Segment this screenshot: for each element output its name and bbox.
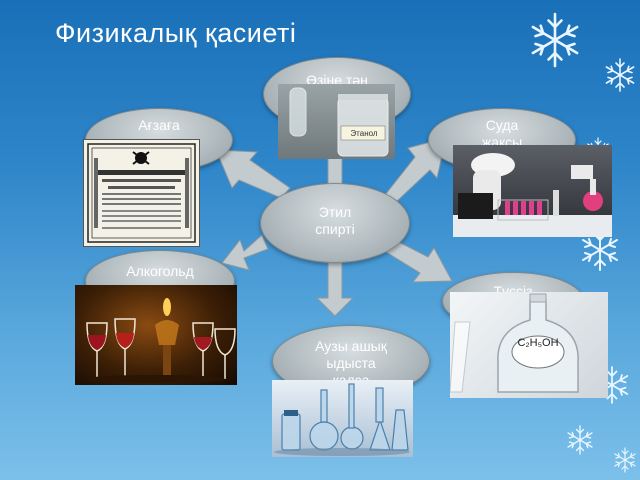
formula-label: C₂H₅OH	[517, 337, 559, 349]
formula-bottle-image	[450, 293, 579, 393]
wine-glasses-image	[85, 298, 236, 383]
photo-glassware	[272, 380, 413, 457]
photo-lab-test-tubes	[453, 145, 612, 237]
slide-title: Физикалық қасиеті	[55, 18, 297, 48]
glassware-image	[274, 383, 410, 456]
photo-poison-label	[83, 139, 200, 247]
ethanol-bottle-image	[289, 87, 389, 157]
node-lower-left-label: Алкогольд	[126, 263, 194, 279]
photo-ethanol-bottle: Этанол	[278, 84, 395, 159]
photo-formula-bottle: C₂H₅OH	[450, 292, 608, 398]
center-label: Этил спирті	[315, 204, 355, 237]
photo-wine-glasses	[75, 285, 237, 385]
node-center: Этил спирті	[260, 183, 410, 263]
ethanol-label: Этанол	[350, 129, 378, 138]
poison-label-image	[87, 143, 196, 243]
lab-test-tubes-image	[453, 153, 612, 237]
